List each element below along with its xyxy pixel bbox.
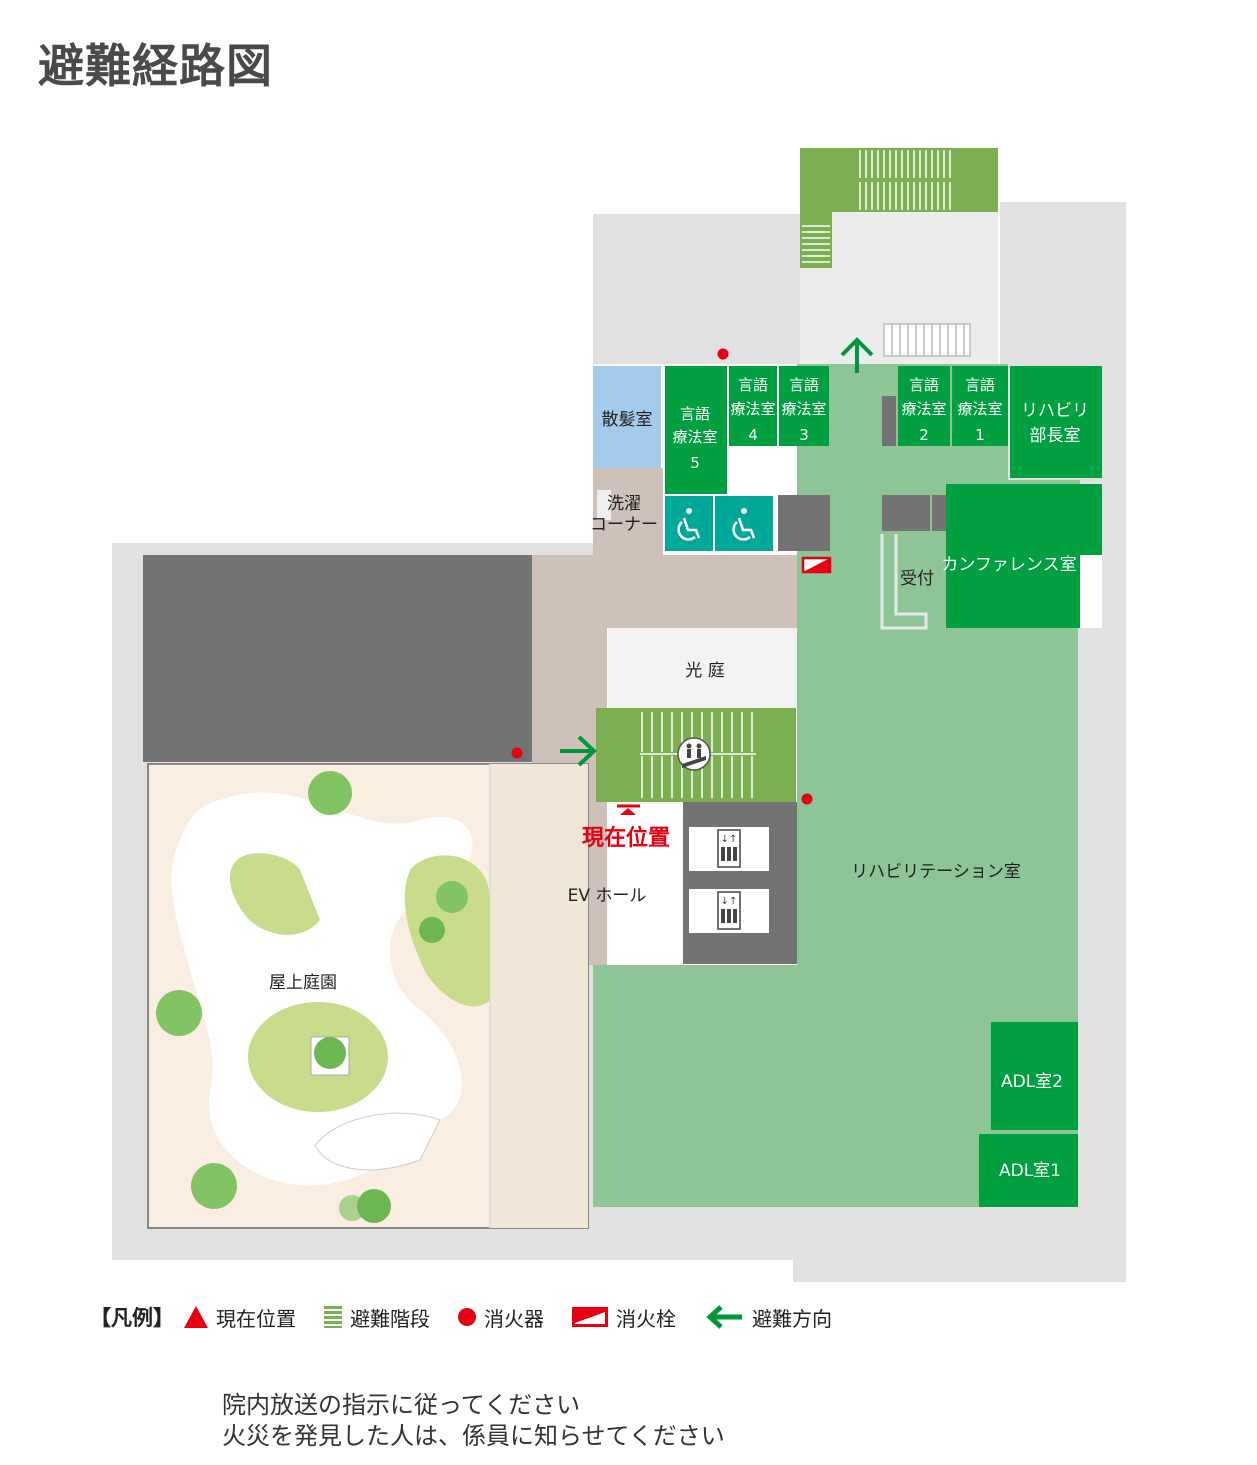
hydrant-icon xyxy=(572,1307,608,1327)
label-rehab-chief-1: リハビリ xyxy=(1021,401,1089,421)
current-position-marker: 現在位置 xyxy=(582,804,670,851)
outer-wall-top xyxy=(593,214,800,364)
room-adl2 xyxy=(991,1022,1078,1130)
label-gengo3-c: 3 xyxy=(799,426,809,444)
svg-text:↓↑: ↓↑ xyxy=(721,896,738,907)
legend-label: 避難方向 xyxy=(752,1306,832,1331)
label-gengo3-a: 言語 xyxy=(789,376,819,394)
label-ev-hall: EV ホール xyxy=(568,886,647,906)
current-position-label: 現在位置 xyxy=(582,825,670,851)
garden-tree-6 xyxy=(191,1163,237,1209)
label-gengo1-b: 療法室 xyxy=(957,400,1002,418)
label-laundry-2: コーナー xyxy=(590,515,658,535)
top-escape-stairs xyxy=(800,148,998,268)
green-arrow-icon xyxy=(706,1305,742,1329)
label-adl2: ADL室2 xyxy=(1001,1072,1063,1092)
room-conference xyxy=(946,484,1102,628)
label-gengo4-c: 4 xyxy=(748,426,758,444)
roof-garden xyxy=(147,763,589,1229)
garden-tree-1 xyxy=(308,771,352,815)
room-gengo5 xyxy=(665,366,727,494)
label-conference: カンファレンス室 xyxy=(941,555,1076,575)
storage-dark-2 xyxy=(882,495,930,531)
label-rehab-room: リハビリテーション室 xyxy=(851,862,1021,882)
label-gengo1-a: 言語 xyxy=(965,376,995,394)
reception-counter xyxy=(880,534,928,630)
garden-tree-3 xyxy=(419,917,445,943)
fire-hydrant xyxy=(801,556,832,574)
floor-map: ↓↑ ↓↑ xyxy=(112,148,1126,1282)
laundry-sink xyxy=(597,490,611,520)
label-gengo2-a: 言語 xyxy=(909,376,939,394)
legend-item-extinguisher: 消火器 xyxy=(458,1303,544,1332)
evacuation-arrow-up xyxy=(840,337,874,373)
room-gengo1 xyxy=(952,366,1008,446)
label-gengo1-c: 1 xyxy=(975,426,985,444)
note-line: 院内放送の指示に従ってください xyxy=(222,1391,581,1419)
room-gengo2 xyxy=(898,366,950,446)
upper-stairs-gray xyxy=(883,323,971,357)
label-gengo3-b: 療法室 xyxy=(781,400,826,418)
room-rehab-chief xyxy=(1010,366,1102,478)
label-roof-garden: 屋上庭園 xyxy=(269,973,337,993)
garden-tree-4 xyxy=(314,1037,346,1069)
legend-label: 消火器 xyxy=(484,1306,544,1331)
label-rehab-chief-2: 部長室 xyxy=(1030,426,1081,446)
red-triangle-icon xyxy=(184,1306,208,1328)
conference-notch xyxy=(1080,555,1102,628)
elevator-2: ↓↑ xyxy=(689,889,769,933)
garden-tree-8 xyxy=(357,1189,391,1223)
legend-title: 【凡例】 xyxy=(90,1306,174,1330)
central-escape-stairs xyxy=(596,708,796,802)
label-gengo2-c: 2 xyxy=(919,426,929,444)
notes: 院内放送の指示に従ってください 火災を発見した人は、係員に知らせてください xyxy=(222,1390,725,1452)
extinguisher-3 xyxy=(801,793,813,805)
room-gengo4 xyxy=(729,366,777,446)
legend-item-stairs: 避難階段 xyxy=(324,1303,430,1332)
label-sanpatsu: 散髪室 xyxy=(602,410,653,430)
label-laundry-1: 洗濯 xyxy=(607,494,641,514)
legend-label: 現在位置 xyxy=(216,1306,296,1331)
legend-label: 消火栓 xyxy=(616,1306,676,1331)
light-court xyxy=(608,628,797,708)
storage-dark-5 xyxy=(882,396,896,446)
elevator-1: ↓↑ xyxy=(689,827,769,871)
label-gengo5-c: 5 xyxy=(690,454,700,472)
label-gengo2-b: 療法室 xyxy=(901,400,946,418)
sanpatsu-room xyxy=(593,366,661,468)
stairs-icon xyxy=(324,1306,342,1328)
page-title: 避難経路図 xyxy=(38,39,273,93)
legend-label: 避難階段 xyxy=(350,1306,430,1331)
svg-text:↓↑: ↓↑ xyxy=(721,834,738,845)
legend: 【凡例】 現在位置 避難階段 消火器 消火栓 避難方向 xyxy=(90,1300,860,1334)
extinguisher-2 xyxy=(511,747,523,759)
label-gengo5-b: 療法室 xyxy=(672,428,717,446)
storage-dark-1 xyxy=(778,495,830,551)
room-adl1 xyxy=(979,1134,1078,1207)
label-gengo5-a: 言語 xyxy=(680,405,710,423)
legend-item-current: 現在位置 xyxy=(184,1303,296,1332)
wheelchair-toilet-2 xyxy=(715,496,773,551)
label-gengo4-a: 言語 xyxy=(738,376,768,394)
evacuation-arrow-right xyxy=(560,735,597,767)
legend-item-direction: 避難方向 xyxy=(704,1303,832,1332)
extinguisher-1 xyxy=(717,348,729,360)
elevator-block xyxy=(683,802,797,964)
dark-block-left xyxy=(143,555,532,762)
label-adl1: ADL室1 xyxy=(999,1161,1061,1181)
label-reception: 受付 xyxy=(900,569,934,589)
garden-tree-5 xyxy=(156,990,202,1036)
wheelchair-toilet-1 xyxy=(665,496,713,551)
label-lightcourt: 光 庭 xyxy=(685,661,724,681)
room-gengo3 xyxy=(779,366,829,446)
label-gengo4-b: 療法室 xyxy=(730,400,775,418)
garden-tree-2 xyxy=(436,881,468,913)
note-line: 火災を発見した人は、係員に知らせてください xyxy=(222,1422,725,1450)
red-dot-icon xyxy=(458,1308,476,1326)
legend-item-hydrant: 消火栓 xyxy=(572,1303,676,1332)
outer-wall-bottom-right xyxy=(793,1200,1126,1282)
